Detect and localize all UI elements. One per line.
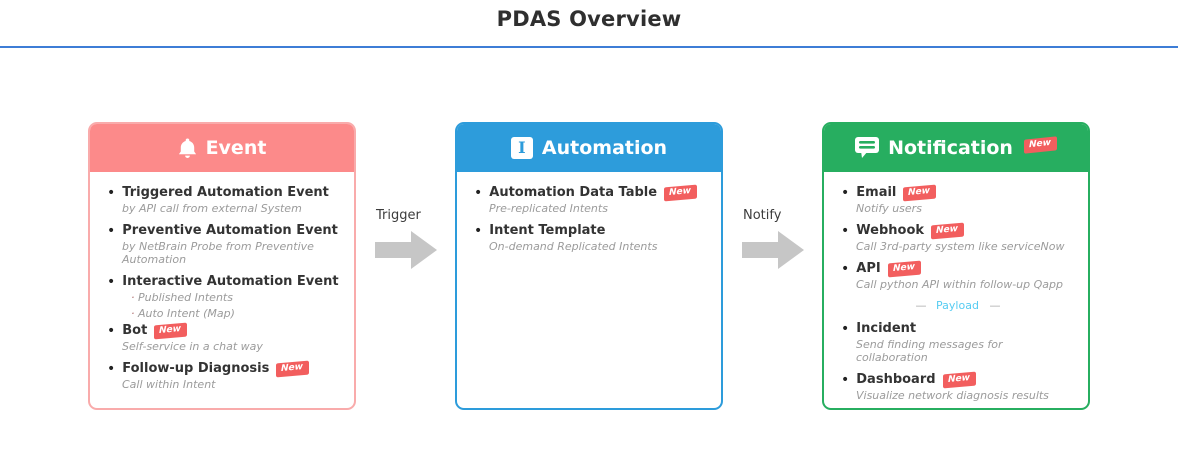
item-label: Bot xyxy=(122,323,148,338)
item-desc: Pre-replicated Intents xyxy=(489,202,608,215)
payload-dash: — xyxy=(989,299,1000,312)
item-row: Automation Data Table New xyxy=(474,184,707,201)
payload-dash: — xyxy=(915,299,927,312)
list-item: Automation Data Table New Pre-replicated… xyxy=(474,184,707,215)
item-desc: Visualize network diagnosis results xyxy=(856,389,1049,402)
item-label: Email xyxy=(856,185,897,200)
payload-divider: — Payload — xyxy=(841,299,1074,312)
bell-icon xyxy=(178,138,197,159)
automation-card-header: I Automation xyxy=(457,124,721,172)
item-label: Webhook xyxy=(856,223,925,238)
new-badge: New xyxy=(276,360,310,377)
list-item: Email New Notify users xyxy=(841,184,1074,215)
list-item: Webhook New Call 3rd-party system like s… xyxy=(841,222,1074,253)
item-desc: Send finding messages for collaboration xyxy=(856,338,1003,364)
payload-label: Payload xyxy=(936,299,979,312)
intent-letter-icon: I xyxy=(510,137,533,159)
item-row: API New xyxy=(841,260,1074,277)
new-badge: New xyxy=(931,222,964,239)
new-badge: New xyxy=(942,371,976,388)
notification-card: Notification New Email New Notify users … xyxy=(822,122,1090,410)
diagram-row: Event Triggered Automation Event by API … xyxy=(88,122,1090,410)
list-item: API New Call python API within follow-up… xyxy=(841,260,1074,312)
item-desc: by API call from external System xyxy=(122,202,302,215)
item-label: Intent Template xyxy=(489,223,606,238)
item-row: Bot New xyxy=(107,322,340,339)
new-badge: New xyxy=(903,184,937,201)
notification-card-header: Notification New xyxy=(824,124,1088,172)
event-card-body: Triggered Automation Event by API call f… xyxy=(90,172,354,391)
item-desc: Call within Intent xyxy=(122,378,216,391)
event-card-header: Event xyxy=(90,124,354,172)
sub-item: Published Intents xyxy=(131,291,340,304)
item-row: Dashboard New xyxy=(841,371,1074,388)
new-badge: New xyxy=(887,260,921,277)
new-badge: New xyxy=(1023,136,1057,154)
new-badge: New xyxy=(154,322,188,339)
list-item: Intent Template On-demand Replicated Int… xyxy=(474,223,707,253)
item-label: Dashboard xyxy=(856,372,936,387)
item-label: Preventive Automation Event xyxy=(122,223,338,238)
list-item: Interactive Automation Event Published I… xyxy=(107,274,340,320)
right-arrow-icon xyxy=(742,231,804,269)
item-label: Triggered Automation Event xyxy=(122,185,329,200)
sub-item: Auto Intent (Map) xyxy=(131,307,340,320)
item-row: Webhook New xyxy=(841,222,1074,239)
notification-card-body: Email New Notify users Webhook New Call … xyxy=(824,172,1088,402)
item-row: Incident xyxy=(841,321,1074,336)
event-card-title: Event xyxy=(205,137,267,159)
notify-arrow-group: Notify xyxy=(723,208,822,269)
event-card: Event Triggered Automation Event by API … xyxy=(88,122,356,410)
trigger-arrow-label: Trigger xyxy=(376,208,421,223)
item-row: Follow-up Diagnosis New xyxy=(107,360,340,377)
chat-bubble-icon xyxy=(855,137,880,159)
item-desc: Call 3rd-party system like serviceNow xyxy=(856,240,1065,253)
item-desc: Call python API within follow-up Qapp xyxy=(856,278,1063,291)
automation-card-body: Automation Data Table New Pre-replicated… xyxy=(457,172,721,253)
item-desc: On-demand Replicated Intents xyxy=(489,240,658,253)
right-arrow-icon xyxy=(375,231,437,269)
list-item: Follow-up Diagnosis New Call within Inte… xyxy=(107,360,340,391)
item-label: Interactive Automation Event xyxy=(122,274,339,289)
new-badge: New xyxy=(664,184,697,201)
item-desc: Self-service in a chat way xyxy=(122,340,263,353)
item-label: Follow-up Diagnosis xyxy=(122,361,270,376)
list-item: Triggered Automation Event by API call f… xyxy=(107,185,340,215)
item-label: API xyxy=(856,261,881,276)
item-desc: Notify users xyxy=(856,202,922,215)
item-row: Interactive Automation Event xyxy=(107,274,340,289)
item-row: Email New xyxy=(841,184,1074,201)
item-label: Automation Data Table xyxy=(489,185,658,200)
item-row: Triggered Automation Event xyxy=(107,185,340,200)
item-desc: by NetBrain Probe from Preventive Automa… xyxy=(122,240,314,266)
item-row: Preventive Automation Event xyxy=(107,223,340,238)
page-title: PDAS Overview xyxy=(496,7,682,31)
item-row: Intent Template xyxy=(474,223,707,238)
title-divider xyxy=(0,46,1178,48)
list-item: Incident Send finding messages for colla… xyxy=(841,321,1074,364)
automation-card: I Automation Automation Data Table New P… xyxy=(455,122,723,410)
notify-arrow-label: Notify xyxy=(743,208,782,223)
item-label: Incident xyxy=(856,321,917,336)
list-item: Dashboard New Visualize network diagnosi… xyxy=(841,371,1074,402)
notification-card-title: Notification xyxy=(888,137,1013,159)
list-item: Preventive Automation Event by NetBrain … xyxy=(107,223,340,266)
list-item: Bot New Self-service in a chat way xyxy=(107,322,340,353)
trigger-arrow-group: Trigger xyxy=(356,208,455,269)
automation-card-title: Automation xyxy=(541,137,668,159)
